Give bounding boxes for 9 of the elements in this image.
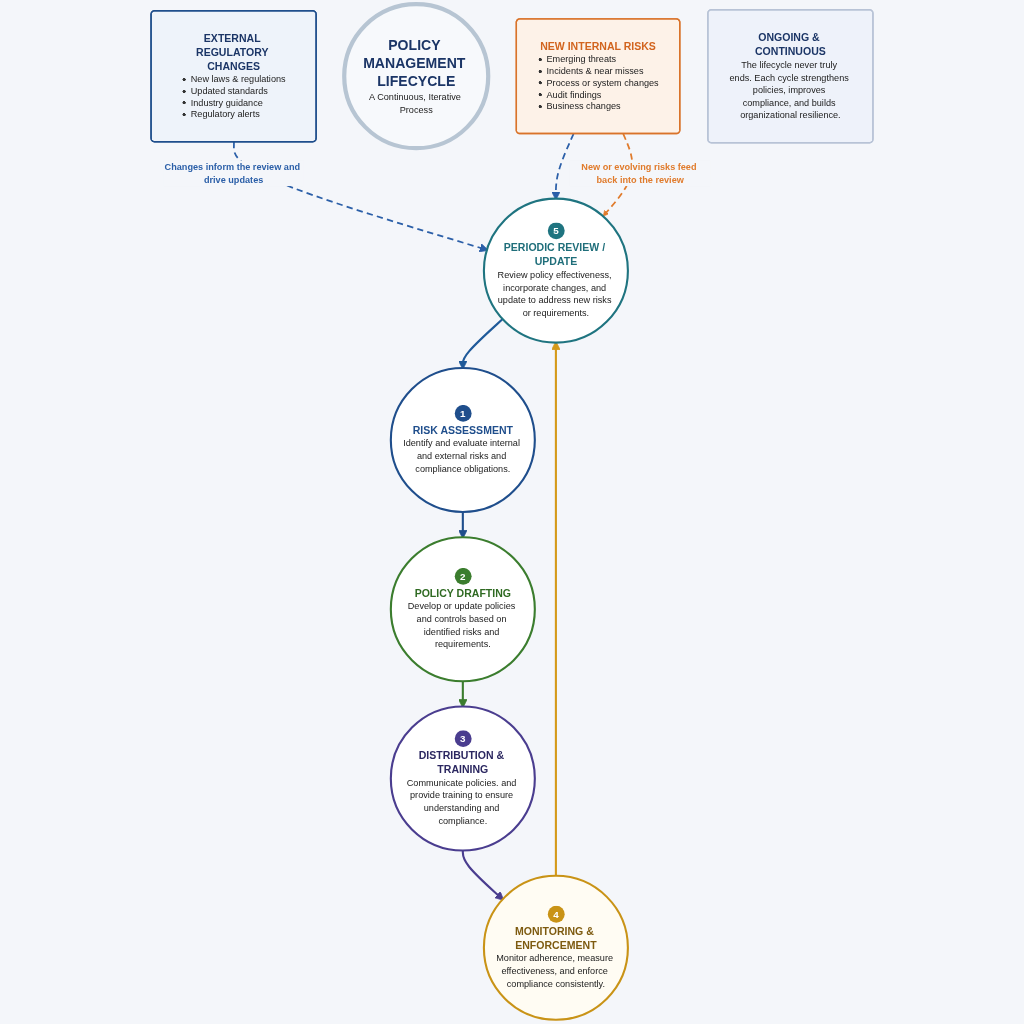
node-circle: 2 POLICY DRAFTING Develop or update policies and controls based on identified risks and requirements. [389,536,536,683]
node-circle: 1 RISK ASSESSMENT Identify and evaluate internal and external risks and compliance obligations. [389,366,536,513]
edge-label: New or evolving risks feed back into the review [581,161,697,185]
node-circle: POLICY MANAGEMENT LIFECYCLE A Continuous, Iterative Process [342,2,491,151]
edge-label: Changes inform the review and drive updates [164,161,301,185]
arrow [461,850,505,901]
node-circle: 3 DISTRIBUTION & TRAINING Communicate policies. and provide training to ensure understanding and compliance. [389,705,536,852]
node-circle: 5 PERIODIC REVIEW / UPDATE Review policy effectiveness, incorporate changes, and update to address new risks or requirements. [482,197,629,344]
node-circle: 4 MONITORING & ENFORCEMENT Monitor adherence, measure effectiveness, and enforce compliance consistently. [482,874,629,1021]
